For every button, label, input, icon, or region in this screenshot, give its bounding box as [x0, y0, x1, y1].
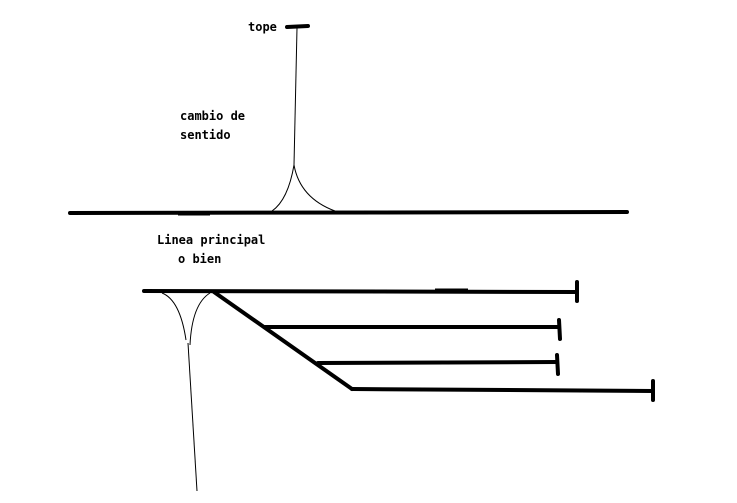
buffer-stop-top: [285, 24, 310, 29]
cambio-label-line2: sentido: [180, 128, 231, 142]
turnout-right-curve: [189, 292, 211, 346]
siding-track: [293, 27, 298, 166]
ladder-track-1: [142, 289, 579, 294]
buffer-stop-3: [555, 353, 560, 376]
linea-principal-label-line1: Linea principal: [157, 233, 265, 247]
turnout-left-curve: [161, 292, 187, 341]
buffer-stop-2: [557, 318, 562, 341]
siding-right-curve: [293, 164, 336, 212]
turnout-track: [187, 342, 198, 492]
siding-left-curve: [271, 164, 295, 212]
ladder-diagonal: [212, 290, 354, 391]
linea-principal-label-line2: o bien: [178, 252, 221, 266]
siding-ladder-diagram: [142, 280, 655, 492]
ladder-track-4: [350, 387, 655, 393]
ladder-track-3: [316, 360, 559, 365]
tope-label: tope: [248, 20, 277, 34]
reversing-siding-diagram: tope cambio de sentido: [68, 20, 629, 216]
cambio-label-line1: cambio de: [180, 109, 245, 123]
main-line-track: [68, 210, 629, 215]
